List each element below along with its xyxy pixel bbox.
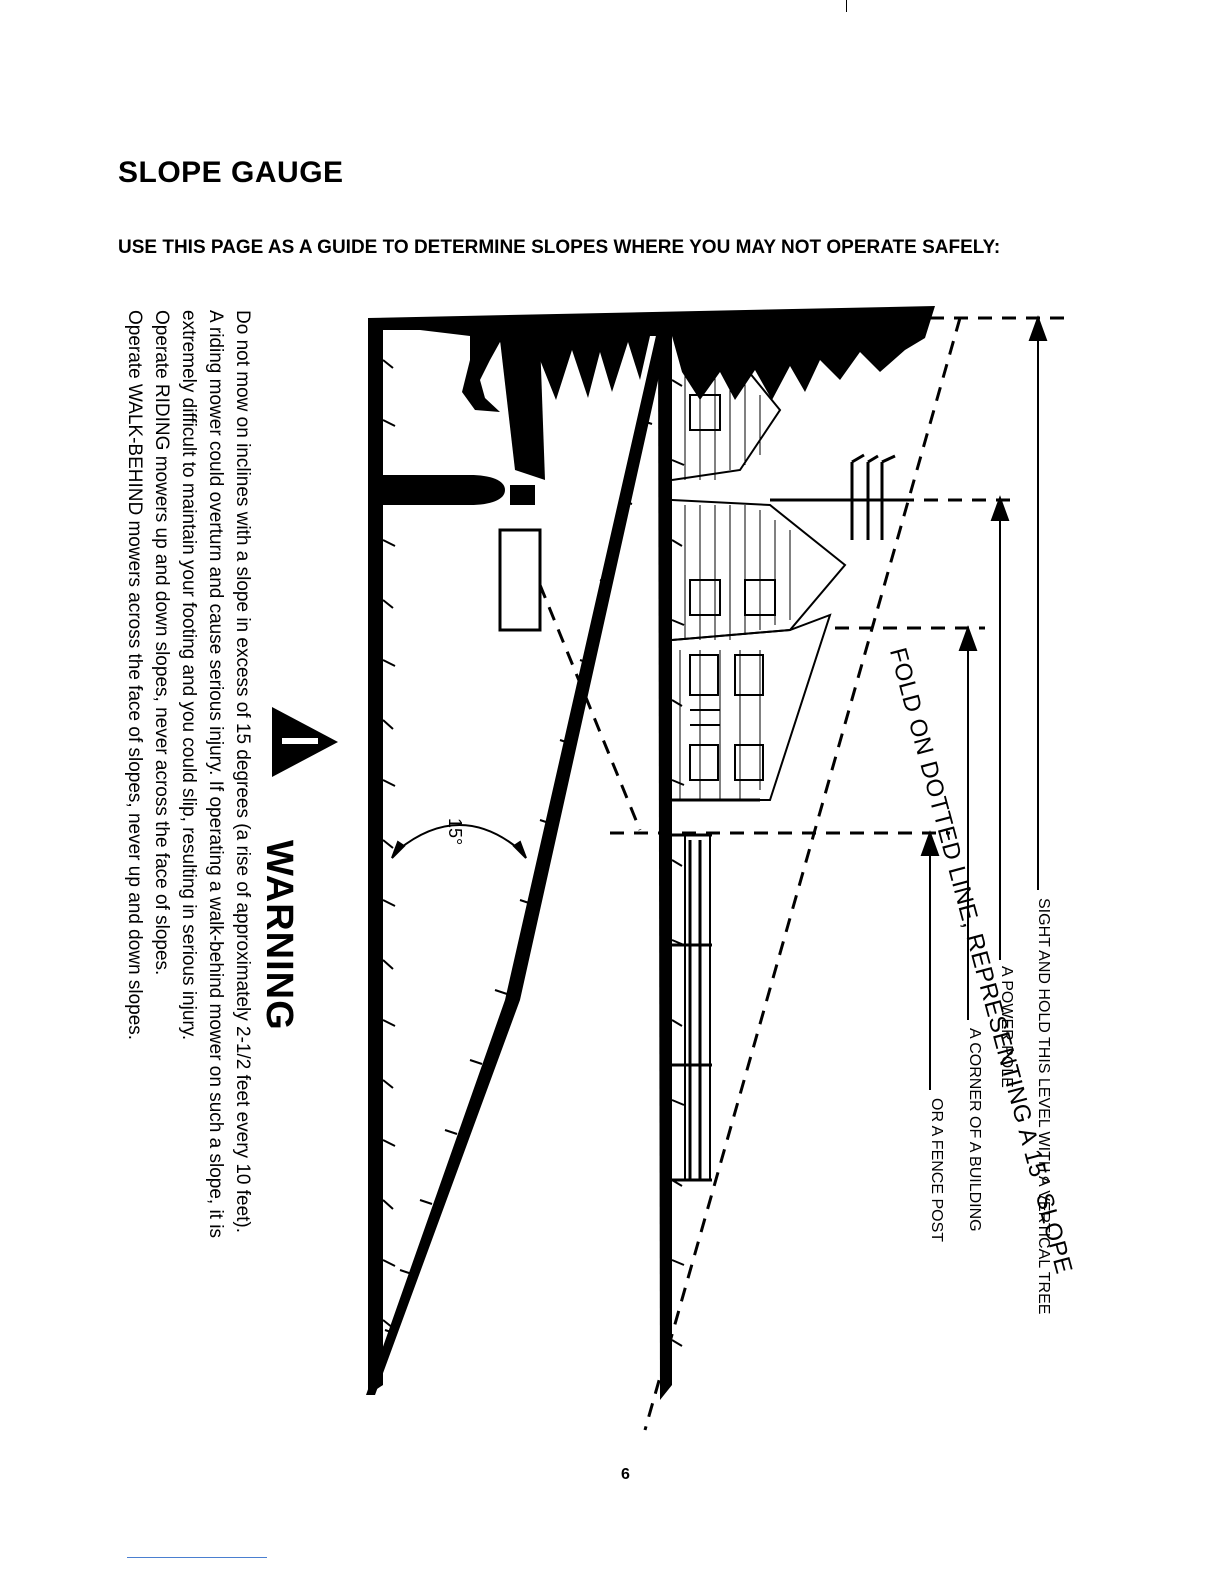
warning-line: A riding mower could overturn and cause …: [205, 310, 226, 1238]
reference-arrows: [920, 315, 1048, 1090]
warning-line: Operate RIDING mowers up and down slopes…: [151, 310, 172, 976]
warning-text: Do not mow on inclines with a slope in e…: [121, 310, 256, 1238]
grass-right: [671, 379, 685, 1347]
fence-drawing: [672, 833, 712, 1182]
page-number: 6: [621, 1466, 630, 1483]
tree-canopy: [368, 306, 935, 480]
level-line: [658, 318, 672, 1400]
reference-label-tree: SIGHT AND HOLD THIS LEVEL WITH A VERTICA…: [1035, 898, 1052, 1315]
scan-mark: [846, 0, 847, 12]
power-pole-drawing: [770, 453, 905, 540]
ground-line-left: [368, 318, 383, 1395]
warning-heading: WARNING: [258, 840, 300, 1031]
grass-left: [382, 359, 396, 1329]
slope-line: [366, 318, 672, 1395]
page-subtitle: USE THIS PAGE AS A GUIDE TO DETERMINE SL…: [118, 237, 1001, 258]
reference-label-fence: OR A FENCE POST: [928, 1098, 945, 1243]
page-title: SLOPE GAUGE: [118, 156, 344, 189]
footer-rule: [127, 1557, 267, 1558]
reference-label-building: A CORNER OF A BUILDING: [966, 1028, 983, 1232]
house-drawing: [671, 329, 847, 802]
warning-line: Operate WALK-BEHIND mowers across the fa…: [124, 310, 145, 1041]
warning-line: extremely difficult to maintain your foo…: [178, 310, 199, 1041]
warning-triangle-icon: [272, 707, 338, 777]
sight-lines: [538, 316, 1070, 1431]
operator-silhouette: [383, 475, 542, 632]
reference-label-pole: A POWER POLE: [998, 966, 1015, 1088]
angle-label: 15°: [445, 818, 465, 846]
angle-arc: [391, 824, 527, 859]
grass-slope: [384, 419, 653, 1335]
warning-line: Do not mow on inclines with a slope in e…: [232, 310, 253, 1234]
